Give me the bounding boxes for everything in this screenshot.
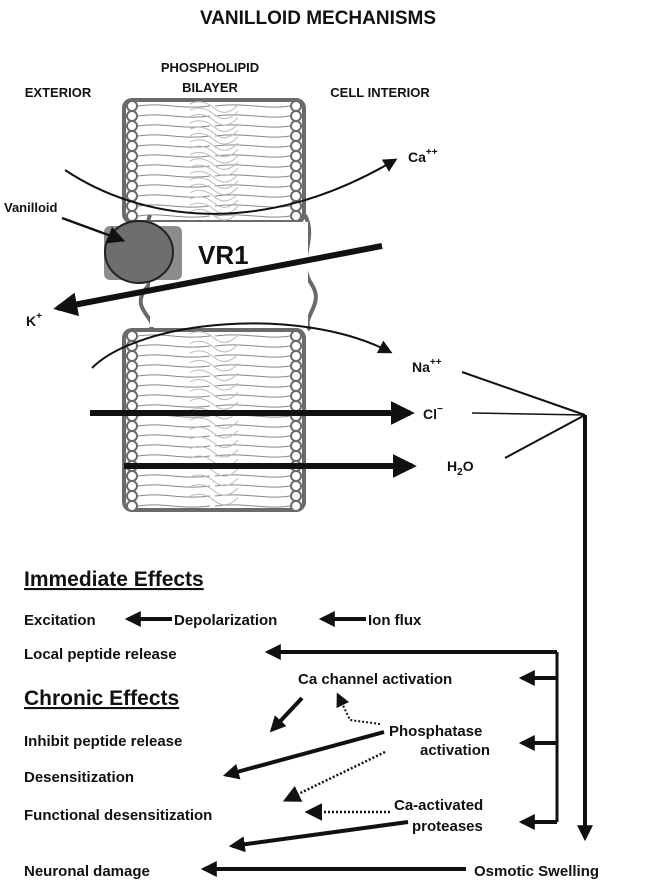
phosphatase-to-functional-arrow: [282, 750, 386, 802]
chloride-ion-label: Cl−: [423, 404, 443, 422]
chloride-convergence-line: [471, 412, 586, 416]
phosphatase-to-desensitization-arrow: [222, 730, 385, 780]
ion-flux-label: Ion flux: [368, 612, 422, 629]
inhibit-peptide-release-label: Inhibit peptide release: [24, 733, 182, 750]
vanilloid-pointer-arrow: [61, 216, 126, 244]
sodium-influx-arrow: [91, 322, 393, 369]
bilayer-label-line2: BILAYER: [182, 80, 238, 95]
local-peptide-release-label: Local peptide release: [24, 646, 177, 663]
desensitization-label: Desensitization: [24, 769, 134, 786]
depolarization-label: Depolarization: [174, 612, 277, 629]
chronic-effects-heading: Chronic Effects: [24, 687, 179, 710]
protease-label-line1: Ca-activated: [394, 797, 483, 814]
phosphatase-to-ca-channel-arrow: [336, 692, 381, 725]
bilayer-label-line1: PHOSPHOLIPID: [161, 60, 259, 75]
exterior-label: EXTERIOR: [25, 85, 92, 100]
vr1-label: VR1: [198, 240, 249, 270]
ca-channel-activation-label: Ca channel activation: [298, 671, 452, 688]
water-convergence-line: [504, 414, 586, 459]
excitation-label: Excitation: [24, 612, 96, 629]
water-label: H2O: [447, 458, 474, 478]
sodium-ion-label: Na++: [412, 357, 442, 375]
potassium-efflux-arrow: [53, 243, 383, 317]
ca-channel-to-inhibit-arrow: [269, 696, 304, 733]
vanilloid-molecule: [104, 220, 182, 284]
phospholipid-bilayer: [122, 98, 318, 512]
immediate-effects-heading: Immediate Effects: [24, 568, 204, 591]
diagram-title: VANILLOID MECHANISMS: [200, 8, 436, 29]
sodium-convergence-line: [461, 371, 586, 416]
protease-label-line2: proteases: [412, 818, 483, 835]
interior-label: CELL INTERIOR: [330, 85, 430, 100]
functional-desensitization-label: Functional desensitization: [24, 807, 212, 824]
bilayer-lower-segment: [122, 328, 306, 512]
neuronal-damage-label: Neuronal damage: [24, 863, 150, 880]
vanilloid-label: Vanilloid: [4, 200, 58, 215]
phosphatase-label-line1: Phosphatase: [389, 723, 482, 740]
calcium-influx-arrow: [64, 158, 398, 215]
protease-to-damage-arrow: [228, 820, 409, 853]
osmotic-swelling-label: Osmotic Swelling: [474, 863, 599, 880]
calcium-ion-label: Ca++: [408, 147, 438, 165]
phosphatase-label-line2: activation: [420, 742, 490, 759]
potassium-ion-label: K+: [26, 311, 42, 329]
bilayer-upper-segment: [122, 98, 306, 224]
